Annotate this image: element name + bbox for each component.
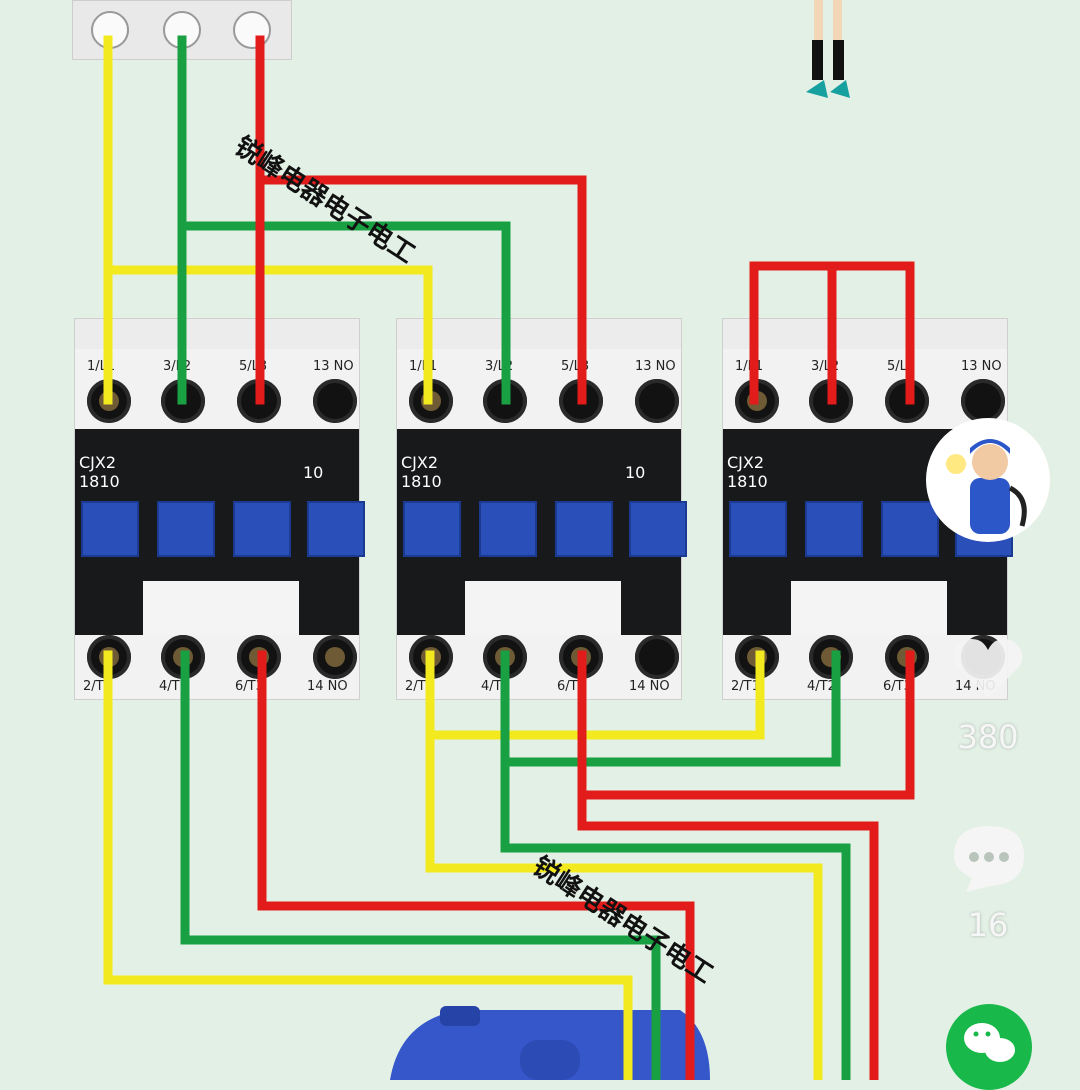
avatar[interactable] xyxy=(926,418,1050,542)
wire-yellow xyxy=(103,650,633,1080)
terminal-label: 6/T3 xyxy=(235,679,264,694)
heart-icon xyxy=(953,639,1023,698)
wire-red xyxy=(257,650,695,1080)
electrician-avatar-icon xyxy=(930,422,1046,538)
contactor-top-cover xyxy=(397,319,681,349)
share-button[interactable] xyxy=(946,1004,1032,1090)
wire-green xyxy=(177,221,511,405)
contactor-blue-block xyxy=(479,501,537,557)
like-button[interactable] xyxy=(950,636,1026,702)
terminal-label: 14 NO xyxy=(629,679,670,694)
terminal-screw xyxy=(635,379,679,423)
contactor-blue-block xyxy=(233,501,291,557)
wire-yellow xyxy=(103,265,433,405)
wire-green xyxy=(500,650,851,1080)
comment-bubble-icon xyxy=(954,826,1024,892)
wire-red xyxy=(255,175,587,405)
terminal-screw xyxy=(313,379,357,423)
contactor-window xyxy=(791,581,947,635)
breaker-terminal xyxy=(233,11,271,49)
wire-red xyxy=(577,650,879,1080)
contactor-blue-block xyxy=(881,501,939,557)
wire-green xyxy=(500,650,841,767)
terminal-label: 13 NO xyxy=(635,359,676,374)
wechat-share-icon xyxy=(964,1023,1015,1062)
wire-yellow xyxy=(425,650,765,740)
terminal-screw xyxy=(961,379,1005,423)
contactor-blue-block xyxy=(629,501,687,557)
contactor-top-cover xyxy=(75,319,359,349)
terminal-label: 13 NO xyxy=(313,359,354,374)
contactor-blue-block xyxy=(307,501,365,557)
contactor-blue-block xyxy=(403,501,461,557)
contactor-blue-block xyxy=(81,501,139,557)
contactor-top-cover xyxy=(723,319,1007,349)
contactor-blue-block xyxy=(805,501,863,557)
terminal-screw xyxy=(313,635,357,679)
like-count: 380 xyxy=(957,718,1019,756)
contactor-blue-block xyxy=(157,501,215,557)
contactor-aux-rating: 10 xyxy=(303,463,324,482)
contactor-aux-rating: 10 xyxy=(625,463,646,482)
contactor-blue-block xyxy=(729,501,787,557)
terminal-label: 13 NO xyxy=(961,359,1002,374)
comment-count: 16 xyxy=(967,906,1009,944)
wire-green xyxy=(180,650,661,1080)
contactor-blue-block xyxy=(555,501,613,557)
terminal-label: 6/T3 xyxy=(883,679,912,694)
terminal-screw xyxy=(809,635,853,679)
contactor-window xyxy=(143,581,299,635)
terminal-screw xyxy=(635,635,679,679)
terminal-label: 4/T2 xyxy=(807,679,836,694)
wire-red xyxy=(577,650,915,800)
wire-yellow xyxy=(425,650,823,1080)
terminal-label: 14 NO xyxy=(307,679,348,694)
comment-button[interactable] xyxy=(952,824,1026,894)
contactor-window xyxy=(465,581,621,635)
person-figure xyxy=(806,0,850,98)
terminal-label: 2/T1 xyxy=(731,679,760,694)
